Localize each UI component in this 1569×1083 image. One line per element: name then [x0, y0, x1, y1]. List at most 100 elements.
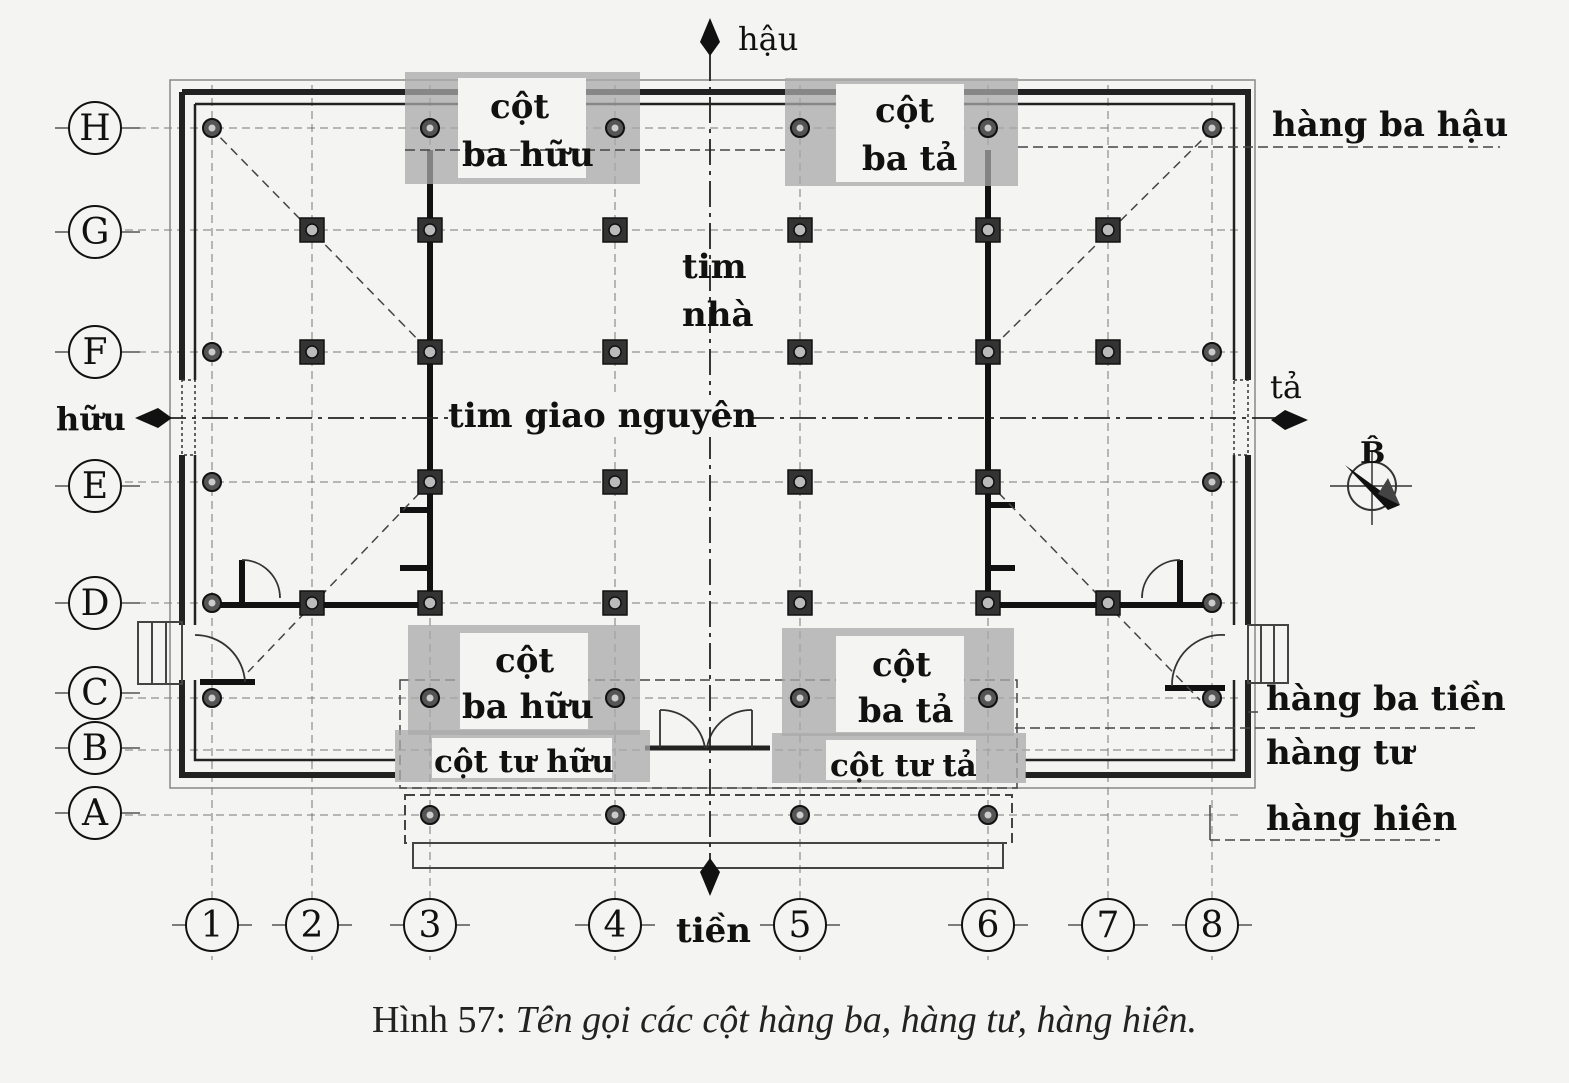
- row-bubble-label-F: F: [83, 332, 108, 373]
- col-bubble-4: 4: [575, 898, 655, 952]
- row-bubble-D: D: [55, 576, 140, 630]
- house-center-label-1: tim: [682, 247, 747, 287]
- house-center-label-2: nhà: [682, 295, 753, 335]
- column-C6: [978, 688, 998, 708]
- col-bubble-label-6: 6: [977, 905, 1000, 946]
- col-bubble-label-8: 8: [1201, 905, 1224, 946]
- direction-front-label: tiền: [676, 911, 751, 951]
- column-F5: [787, 339, 813, 365]
- north-compass-icon: [1330, 450, 1412, 525]
- column-D1: [202, 593, 222, 613]
- row-label-hang-hien: hàng hiên: [1266, 799, 1457, 839]
- tag-bottom-right-1: cột: [872, 645, 931, 685]
- arrow-left-icon: [135, 408, 172, 428]
- column-H8: [1202, 118, 1222, 138]
- axis-arrows: [135, 18, 1308, 896]
- row-bubble-H: H: [55, 101, 140, 155]
- row-bubble-label-H: H: [79, 108, 110, 149]
- row-bubble-E: E: [55, 459, 140, 513]
- column-G4: [602, 217, 628, 243]
- column-A4: [605, 805, 625, 825]
- column-D8: [1202, 593, 1222, 613]
- side-steps: [137, 621, 1289, 685]
- column-C8: [1202, 688, 1222, 708]
- column-F8: [1202, 342, 1222, 362]
- column-F4: [602, 339, 628, 365]
- column-F1: [202, 342, 222, 362]
- column-C3: [420, 688, 440, 708]
- compass-north-label: B̂: [1360, 436, 1385, 471]
- column-A6: [978, 805, 998, 825]
- row-label-leaders: [405, 146, 1500, 713]
- column-E4: [602, 469, 628, 495]
- column-C5: [790, 688, 810, 708]
- row-bubble-A: A: [55, 786, 140, 840]
- column-F7: [1095, 339, 1121, 365]
- column-E6: [975, 469, 1001, 495]
- col-bubble-8: 8: [1172, 898, 1252, 952]
- col-bubble-6: 6: [948, 898, 1028, 952]
- column-G3: [417, 217, 443, 243]
- row-bubble-label-B: B: [82, 728, 108, 769]
- column-E5: [787, 469, 813, 495]
- row-bubble-F: F: [55, 325, 140, 379]
- tag-tu-right: cột tư tả: [830, 748, 977, 784]
- column-A5: [790, 805, 810, 825]
- col-bubble-label-1: 1: [201, 905, 224, 946]
- column-D2: [299, 590, 325, 616]
- column-D3: [417, 590, 443, 616]
- tag-backgrounds: [432, 78, 976, 780]
- tag-bottom-right-2: ba tả: [858, 691, 953, 731]
- direction-right-label: tả: [1270, 368, 1302, 406]
- column-C1: [202, 688, 222, 708]
- tag-top-left-2: ba hữu: [462, 135, 594, 175]
- row-bubble-label-G: G: [81, 212, 110, 253]
- tag-top-right-1: cột: [875, 91, 934, 131]
- direction-back-label: hậu: [738, 20, 798, 58]
- column-C4: [605, 688, 625, 708]
- tag-top-left-1: cột: [490, 87, 549, 127]
- row-bubble-label-C: C: [81, 673, 109, 714]
- column-E1: [202, 472, 222, 492]
- columns: [202, 118, 1222, 825]
- row-bubble-label-A: A: [81, 793, 109, 834]
- column-H5: [790, 118, 810, 138]
- grid-lines: [125, 85, 1240, 960]
- col-bubble-label-2: 2: [301, 905, 324, 946]
- row-bubble-B: B: [55, 721, 140, 775]
- transverse-label-bg: [448, 395, 718, 437]
- column-D7: [1095, 590, 1121, 616]
- row-label-hang-tu: hàng tư: [1266, 733, 1417, 773]
- column-G5: [787, 217, 813, 243]
- tag-top-right-2: ba tả: [862, 139, 957, 179]
- col-bubble-label-5: 5: [789, 905, 812, 946]
- row-label-hang-ba-tien: hàng ba tiền: [1266, 679, 1506, 719]
- center-axes: [160, 55, 1285, 870]
- column-G2: [299, 217, 325, 243]
- column-G6: [975, 217, 1001, 243]
- column-D6: [975, 590, 1001, 616]
- column-E3: [417, 469, 443, 495]
- column-E8: [1202, 472, 1222, 492]
- column-G7: [1095, 217, 1121, 243]
- col-bubble-2: 2: [272, 898, 352, 952]
- column-H1: [202, 118, 222, 138]
- arrow-front-icon: [700, 858, 720, 896]
- column-A3: [420, 805, 440, 825]
- column-H4: [605, 118, 625, 138]
- row-label-hang-ba-hau: hàng ba hậu: [1272, 105, 1508, 145]
- door-swings: [194, 559, 1226, 749]
- row-bubble-C: C: [55, 666, 140, 720]
- caption-text: Tên gọi các cột hàng ba, hàng tư, hàng h…: [515, 999, 1197, 1041]
- column-D5: [787, 590, 813, 616]
- direction-left-label: hữu: [56, 400, 126, 438]
- row-bubble-label-E: E: [82, 466, 108, 507]
- col-bubble-7: 7: [1068, 898, 1148, 952]
- col-bubble-label-4: 4: [604, 905, 627, 946]
- arrow-back-icon: [700, 18, 720, 56]
- tag-tu-left: cột tư hữu: [434, 744, 614, 780]
- col-bubble-5: 5: [760, 898, 840, 952]
- column-F3: [417, 339, 443, 365]
